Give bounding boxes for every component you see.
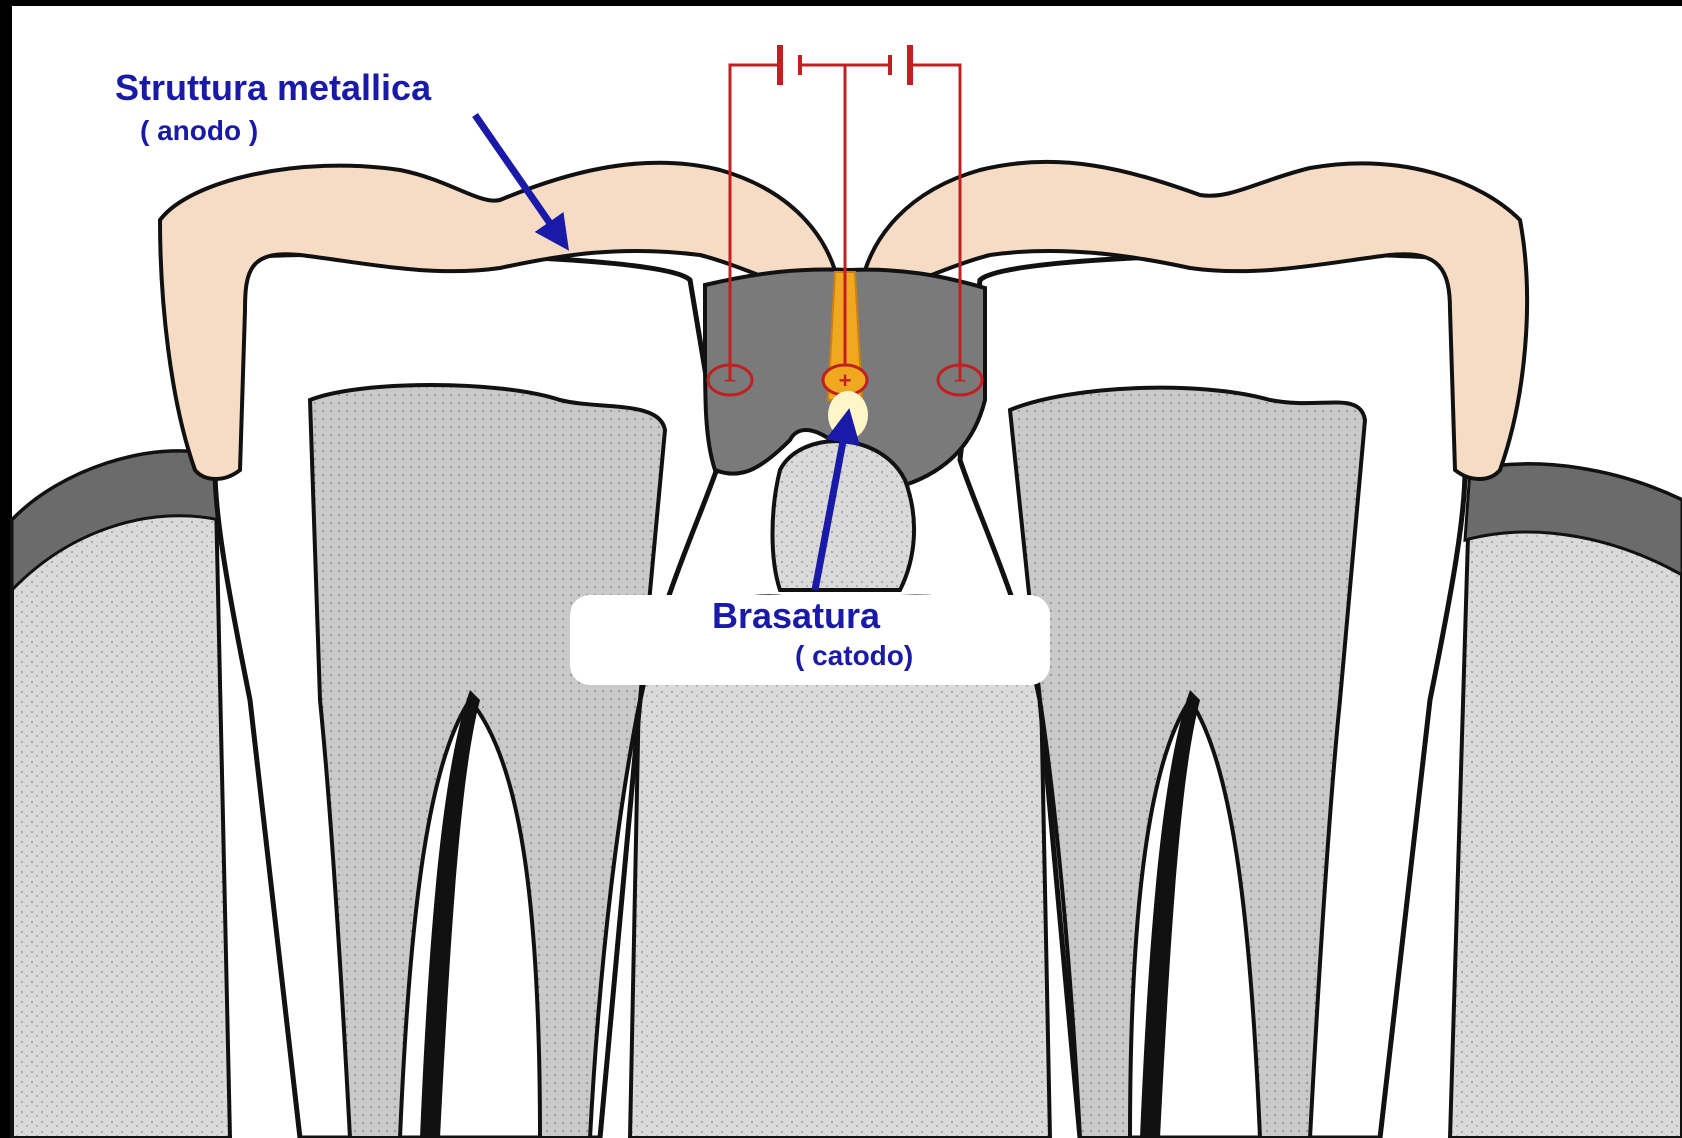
svg-text:−: −	[724, 368, 737, 393]
papilla	[773, 441, 915, 590]
anode-label-title: Struttura metallica	[115, 67, 432, 108]
cathode-label-sub: ( catodo)	[795, 640, 913, 671]
electrode-center: +	[823, 365, 867, 395]
anode-label-sub: ( anodo )	[140, 115, 258, 146]
jaw-bone-right	[1450, 464, 1682, 1138]
cathode-label-title: Brasatura	[712, 595, 881, 636]
svg-text:−: −	[954, 368, 967, 393]
svg-text:+: +	[839, 368, 852, 393]
